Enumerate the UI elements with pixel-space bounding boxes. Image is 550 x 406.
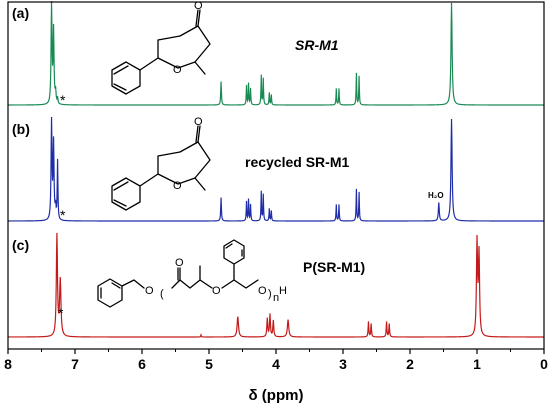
asterisk-c: * (58, 305, 64, 321)
polymer-oxygen-3: O (212, 285, 221, 297)
asterisk-a: * (60, 92, 66, 108)
x-tick-label-2: 2 (406, 356, 414, 372)
spectrum-line-a (8, 0, 544, 106)
spectra-group (8, 0, 544, 338)
spectrum-line-c (8, 232, 544, 338)
x-axis: 8 7 6 5 4 3 2 1 0 (4, 349, 548, 372)
compound-label-b: recycled SR-M1 (245, 154, 349, 170)
polymer-oxygen-1: O (145, 285, 154, 297)
panel-label-c: (c) (12, 237, 29, 253)
structure-polymer-c: O ( O O O ) n H (97, 239, 287, 308)
lactone-ring-a (157, 25, 211, 69)
carbonyl-bond-a (197, 9, 201, 27)
x-axis-label: δ (ppm) (249, 387, 304, 404)
polymer-bracket-right: ) (268, 288, 272, 300)
carbonyl-oxygen-a: O (194, 0, 203, 12)
ring-oxygen-a: O (173, 64, 182, 76)
phenyl-link-a (139, 57, 159, 71)
asterisk-b: * (60, 207, 66, 223)
x-tick-label-5: 5 (205, 356, 213, 372)
x-tick-label-6: 6 (138, 356, 146, 372)
x-tick-label-3: 3 (339, 356, 347, 372)
phenyl-ring-a (111, 61, 141, 95)
panel-label-a: (a) (12, 5, 29, 21)
water-annotation: H₂O (428, 191, 444, 200)
carbonyl-oxygen-b: O (194, 116, 203, 128)
polymer-oxygen-4: O (258, 285, 267, 297)
polymer-backbone-c (171, 279, 213, 289)
polymer-end-h: H (279, 285, 287, 297)
x-tick-label-8: 8 (4, 356, 12, 372)
benzyl-link-c (121, 279, 145, 289)
benzyl-ring-c (97, 278, 123, 308)
panel-label-b: (b) (12, 121, 30, 137)
polymer-repeat-n: n (273, 292, 279, 304)
x-tick-label-1: 1 (473, 356, 481, 372)
compound-label-a: SR-M1 (295, 37, 339, 53)
polymer-oxygen-2: O (175, 257, 184, 269)
x-tick-label-0: 0 (540, 356, 548, 372)
compound-label-a-text: SR-M1 (295, 37, 339, 53)
polymer-bracket-left: ( (160, 288, 164, 300)
structure-monomer-a: O O (111, 0, 211, 95)
phenyl-ring-b (111, 177, 141, 211)
compound-label-c: P(SR-M1) (303, 259, 365, 275)
methyl-bond-a (194, 61, 206, 75)
x-tick-label-7: 7 (71, 356, 79, 372)
polymer-phenyl-c (223, 239, 245, 265)
structure-monomer-b: O O (111, 116, 211, 211)
lactone-ring-b (157, 141, 211, 185)
spectrum-line-b (8, 116, 544, 222)
ring-oxygen-b: O (173, 180, 182, 192)
x-tick-label-4: 4 (272, 356, 280, 372)
